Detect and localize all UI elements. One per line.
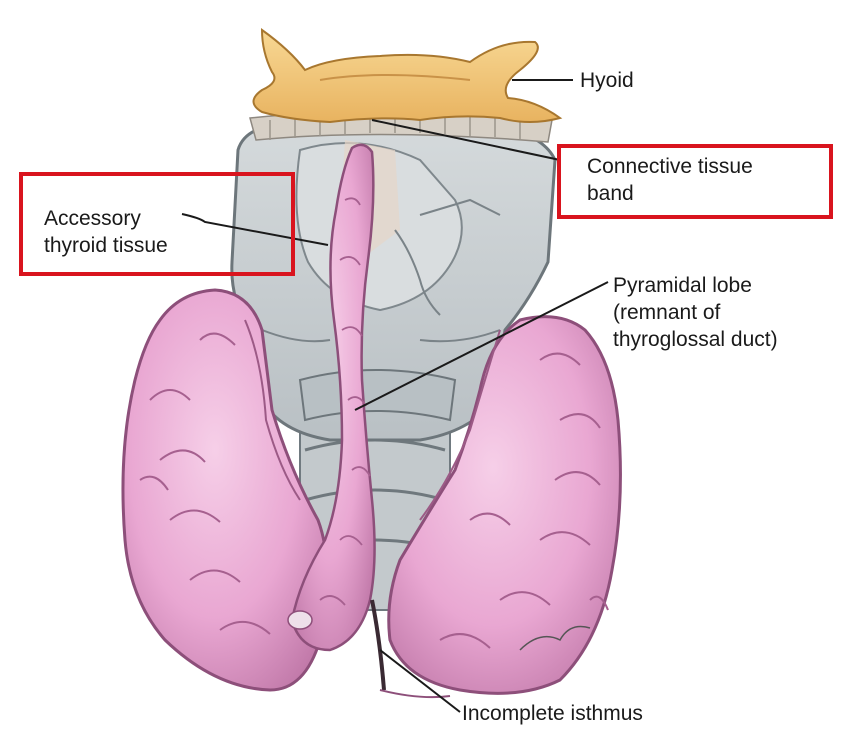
- label-pyramidal-lobe: Pyramidal lobe (remnant of thyroglossal …: [613, 272, 778, 353]
- label-pyramidal-line-1: Pyramidal lobe: [613, 272, 778, 299]
- label-hyoid: Hyoid: [580, 67, 634, 94]
- label-connective-line-2: band: [587, 180, 753, 207]
- label-connective-tissue-band: Connective tissue band: [587, 153, 753, 207]
- label-connective-line-1: Connective tissue: [587, 153, 753, 180]
- label-pyramidal-line-2: (remnant of: [613, 299, 778, 326]
- hyoid-bone: [254, 30, 561, 122]
- label-accessory-line-1: Accessory: [44, 205, 168, 232]
- label-accessory-thyroid-tissue: Accessory thyroid tissue: [44, 205, 168, 259]
- label-incomplete-isthmus: Incomplete isthmus: [462, 700, 643, 727]
- label-pyramidal-line-3: thyroglossal duct): [613, 326, 778, 353]
- label-accessory-line-2: thyroid tissue: [44, 232, 168, 259]
